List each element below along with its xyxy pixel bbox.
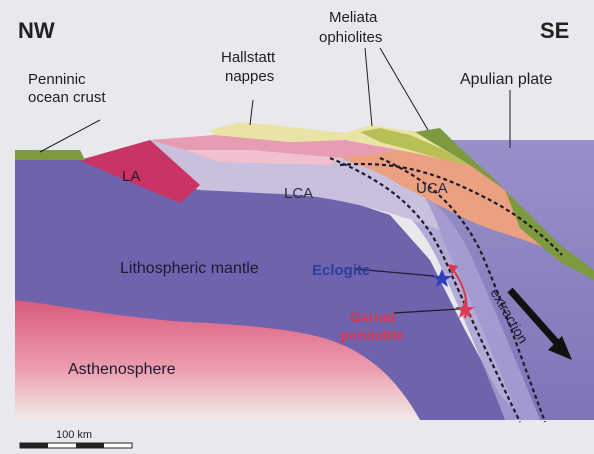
penninic-label-line2: ocean crust <box>28 89 106 106</box>
meliata-label-line1: Meliata <box>329 9 378 26</box>
la-label: LA <box>122 168 140 185</box>
apulian-plate-label: Apulian plate <box>460 71 553 88</box>
meliata-label-line2: ophiolites <box>319 29 382 46</box>
penninic-ocean-crust <box>15 150 85 160</box>
scale-bar-segment-2 <box>76 443 104 448</box>
scale-bar-segment-1 <box>20 443 48 448</box>
lca-label: LCA <box>284 185 313 202</box>
nw-label: NW <box>18 18 55 43</box>
hallstatt-label-line1: Hallstatt <box>221 49 276 66</box>
asthenosphere-label: Asthenosphere <box>68 361 176 378</box>
penninic-label-line1: Penninic <box>28 71 86 88</box>
se-label: SE <box>540 18 569 43</box>
garnet-peridotite-label-line2: peridotite <box>340 327 404 343</box>
uca-label: UCA <box>416 180 448 197</box>
eclogite-label: Eclogite <box>312 262 370 279</box>
garnet-peridotite-label-line1: Garnet <box>350 309 395 325</box>
scale-bar-label: 100 km <box>56 429 92 441</box>
hallstatt-label-line2: nappes <box>225 68 274 85</box>
lithospheric-mantle-label: Lithospheric mantle <box>120 260 259 277</box>
